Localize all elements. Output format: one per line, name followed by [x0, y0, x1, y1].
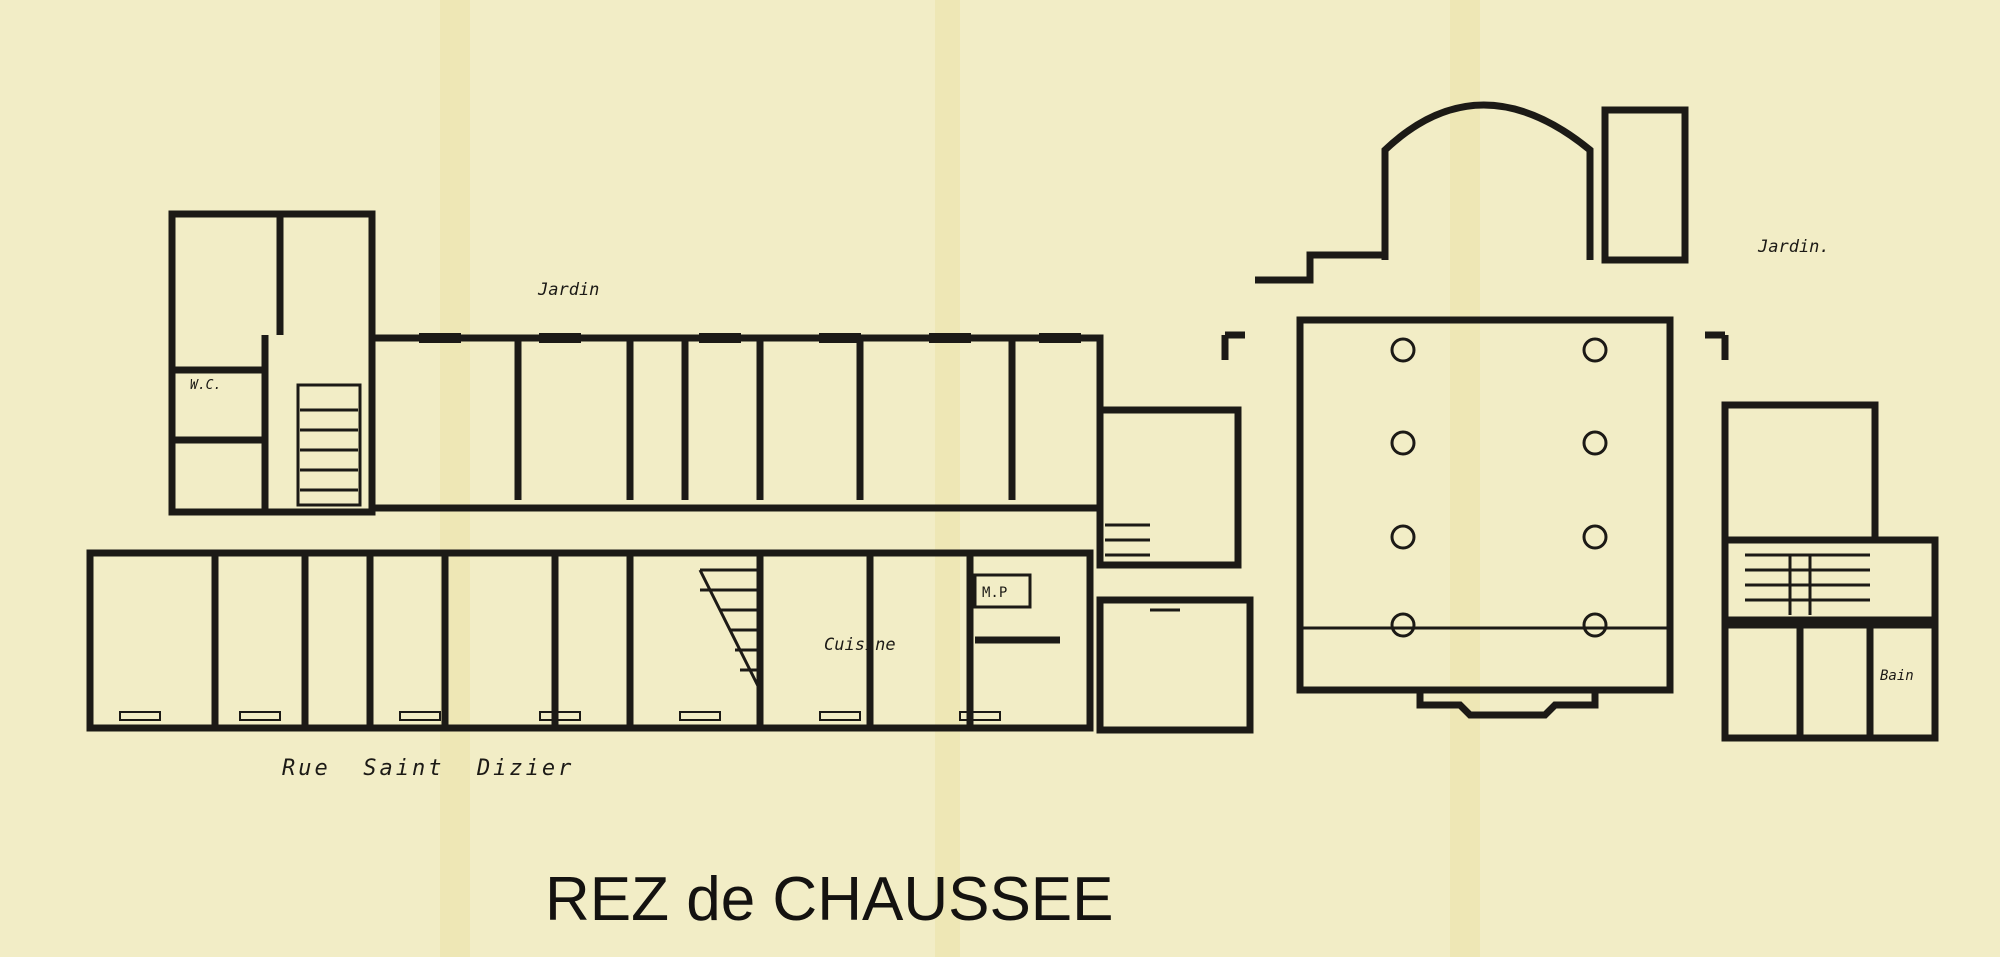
garden-wing [368, 333, 1104, 512]
staircase [296, 383, 362, 507]
street-wing [86, 549, 1094, 732]
kitchen-staircase [698, 568, 762, 691]
connecting-block [1096, 406, 1254, 734]
label-wc: W.C. [190, 378, 221, 393]
label-kitchen: Cuisine [824, 635, 896, 655]
plan-title: REZ de CHAUSSEE [545, 865, 1114, 934]
label-street: Rue Saint Dizier [282, 756, 574, 781]
label-mp: M.P [982, 585, 1007, 601]
mp-room [973, 573, 1032, 609]
chapel [1221, 101, 1729, 719]
paper-fold [1450, 0, 1480, 957]
east-staircase [1745, 553, 1870, 615]
paper-fold [935, 0, 960, 957]
east-wing [1721, 401, 1939, 742]
columns [1390, 337, 1608, 638]
label-bath: Bain [1880, 668, 1914, 684]
paper-fold [440, 0, 470, 957]
label-garden-left: Jardin [537, 280, 599, 300]
label-garden-right: Jardin. [1757, 237, 1830, 257]
